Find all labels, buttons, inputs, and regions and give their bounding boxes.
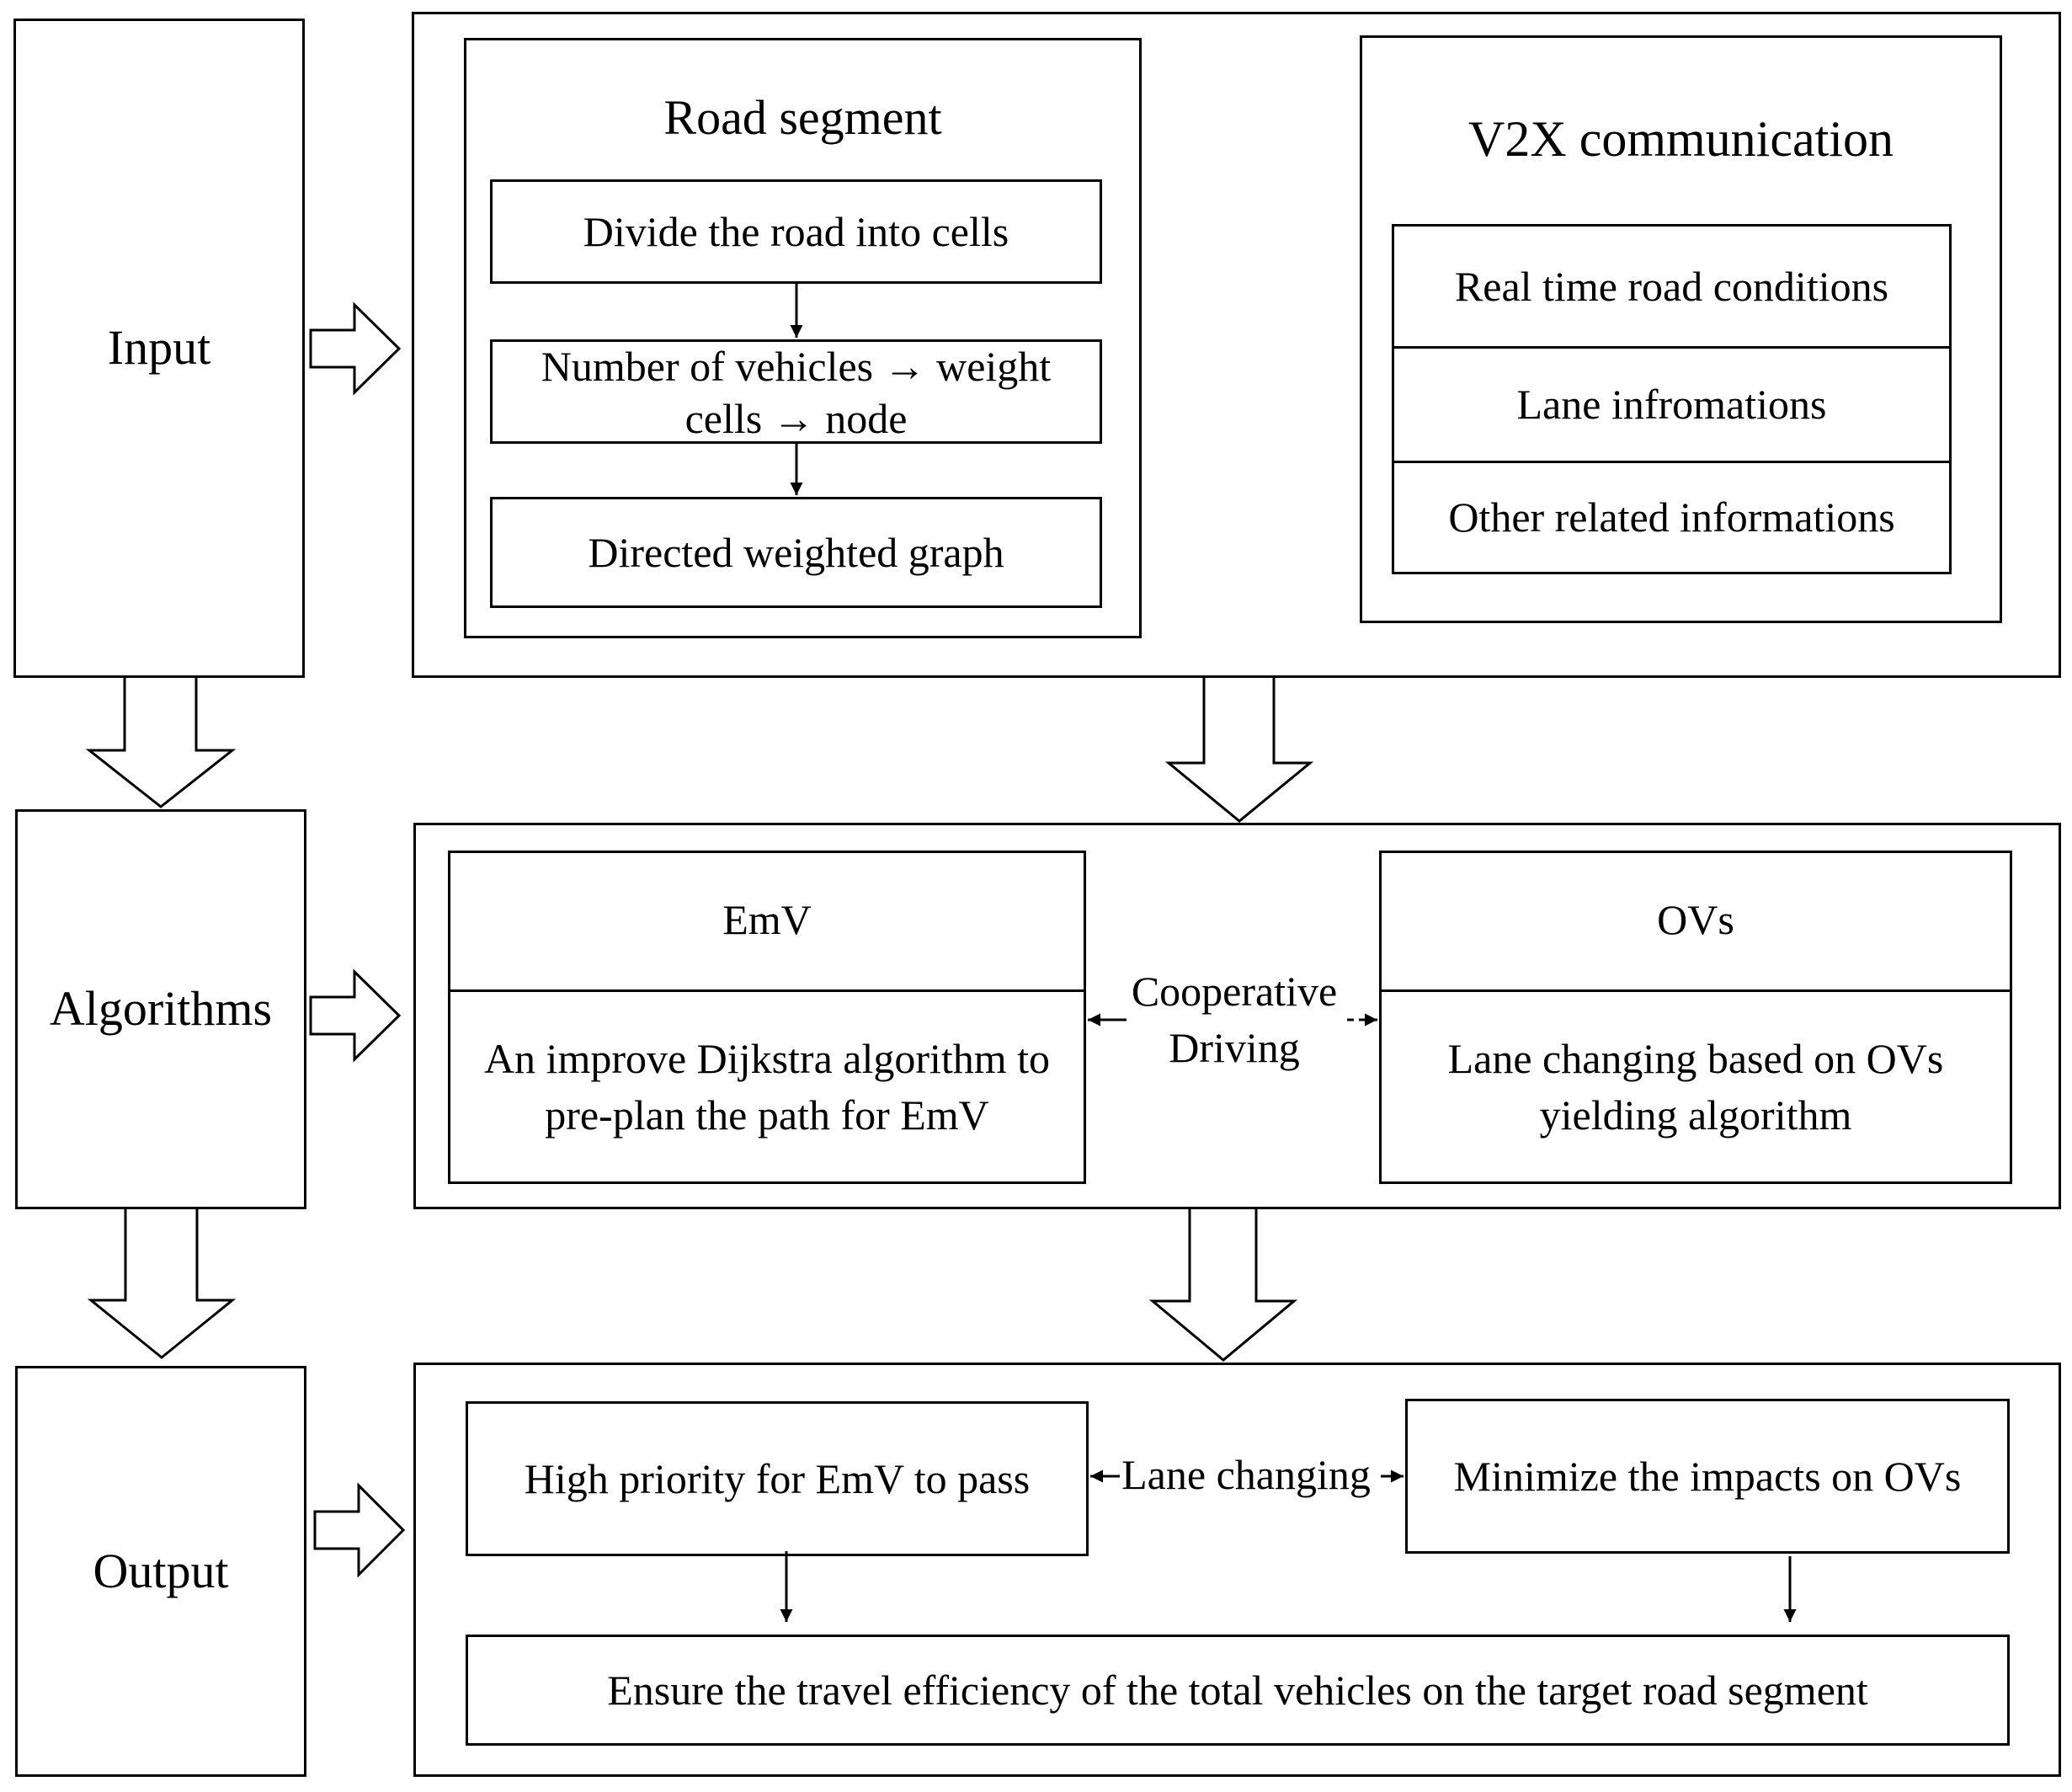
v2x-item-lane-info-label: Lane infromations	[1516, 381, 1827, 429]
arrow-algorithms-down	[87, 1209, 237, 1359]
arrow-algorithms-to-panel	[309, 968, 402, 1063]
step-vehicles-weight-line2: cells → node	[684, 394, 908, 442]
step-divide-cells	[490, 179, 1102, 284]
travel-efficiency-label: Ensure the travel efficiency of the tota…	[607, 1666, 1868, 1714]
travel-efficiency-box	[466, 1635, 2010, 1746]
ovs-box	[1379, 851, 2012, 1184]
arrow-algorithms-panel-down	[1148, 1209, 1298, 1362]
emv-title: EmV	[722, 896, 812, 944]
high-priority-label: High priority for EmV to pass	[524, 1454, 1031, 1502]
step-directed-graph	[490, 497, 1102, 608]
step-directed-graph-label: Directed weighted graph	[588, 528, 1004, 576]
v2x-title: V2X communication	[1468, 110, 1894, 167]
cooperative-driving-line2: Driving	[1169, 1023, 1300, 1071]
high-priority-box	[466, 1401, 1089, 1556]
step-vehicles-weight	[490, 339, 1102, 444]
cooperative-driving-line1: Cooperative	[1131, 967, 1338, 1015]
ovs-divider	[1379, 989, 2012, 992]
step-vehicles-weight-line1: Number of vehicles → weight	[541, 342, 1052, 390]
lane-changing-label: Lane changing	[1121, 1450, 1371, 1498]
output-stage-label: Output	[93, 1543, 229, 1598]
arrow-input-down	[85, 678, 237, 808]
road-segment-title: Road segment	[663, 89, 942, 145]
v2x-item-road-conditions-label: Real time road conditions	[1454, 262, 1889, 310]
v2x-item-road-conditions	[1392, 224, 1952, 349]
ovs-desc-line1: Lane changing based on OVs	[1447, 1034, 1944, 1082]
step-divide-cells-label: Divide the road into cells	[583, 207, 1009, 255]
emv-desc-line2: pre-plan the path for EmV	[545, 1091, 989, 1139]
minimize-impacts-label: Minimize the impacts on OVs	[1453, 1452, 1962, 1500]
algorithms-stage-box	[15, 809, 306, 1209]
ovs-desc-line2: yielding algorithm	[1539, 1091, 1852, 1139]
emv-box	[448, 851, 1086, 1184]
input-stage-label: Input	[107, 320, 211, 376]
arrow-input-panel-down	[1164, 678, 1314, 823]
minimize-impacts-box	[1405, 1399, 2010, 1554]
input-stage-box	[13, 19, 305, 678]
emv-desc-line1: An improve Dijkstra algorithm to	[483, 1034, 1051, 1082]
emv-divider	[448, 989, 1086, 992]
arrow-input-to-panel	[309, 301, 402, 396]
algorithms-stage-label: Algorithms	[49, 981, 273, 1037]
ovs-title: OVs	[1657, 896, 1734, 944]
v2x-item-other-info	[1392, 461, 1952, 574]
output-stage-box	[15, 1366, 306, 1777]
arrow-output-to-panel	[313, 1482, 406, 1578]
v2x-item-other-info-label: Other related informations	[1448, 493, 1895, 541]
